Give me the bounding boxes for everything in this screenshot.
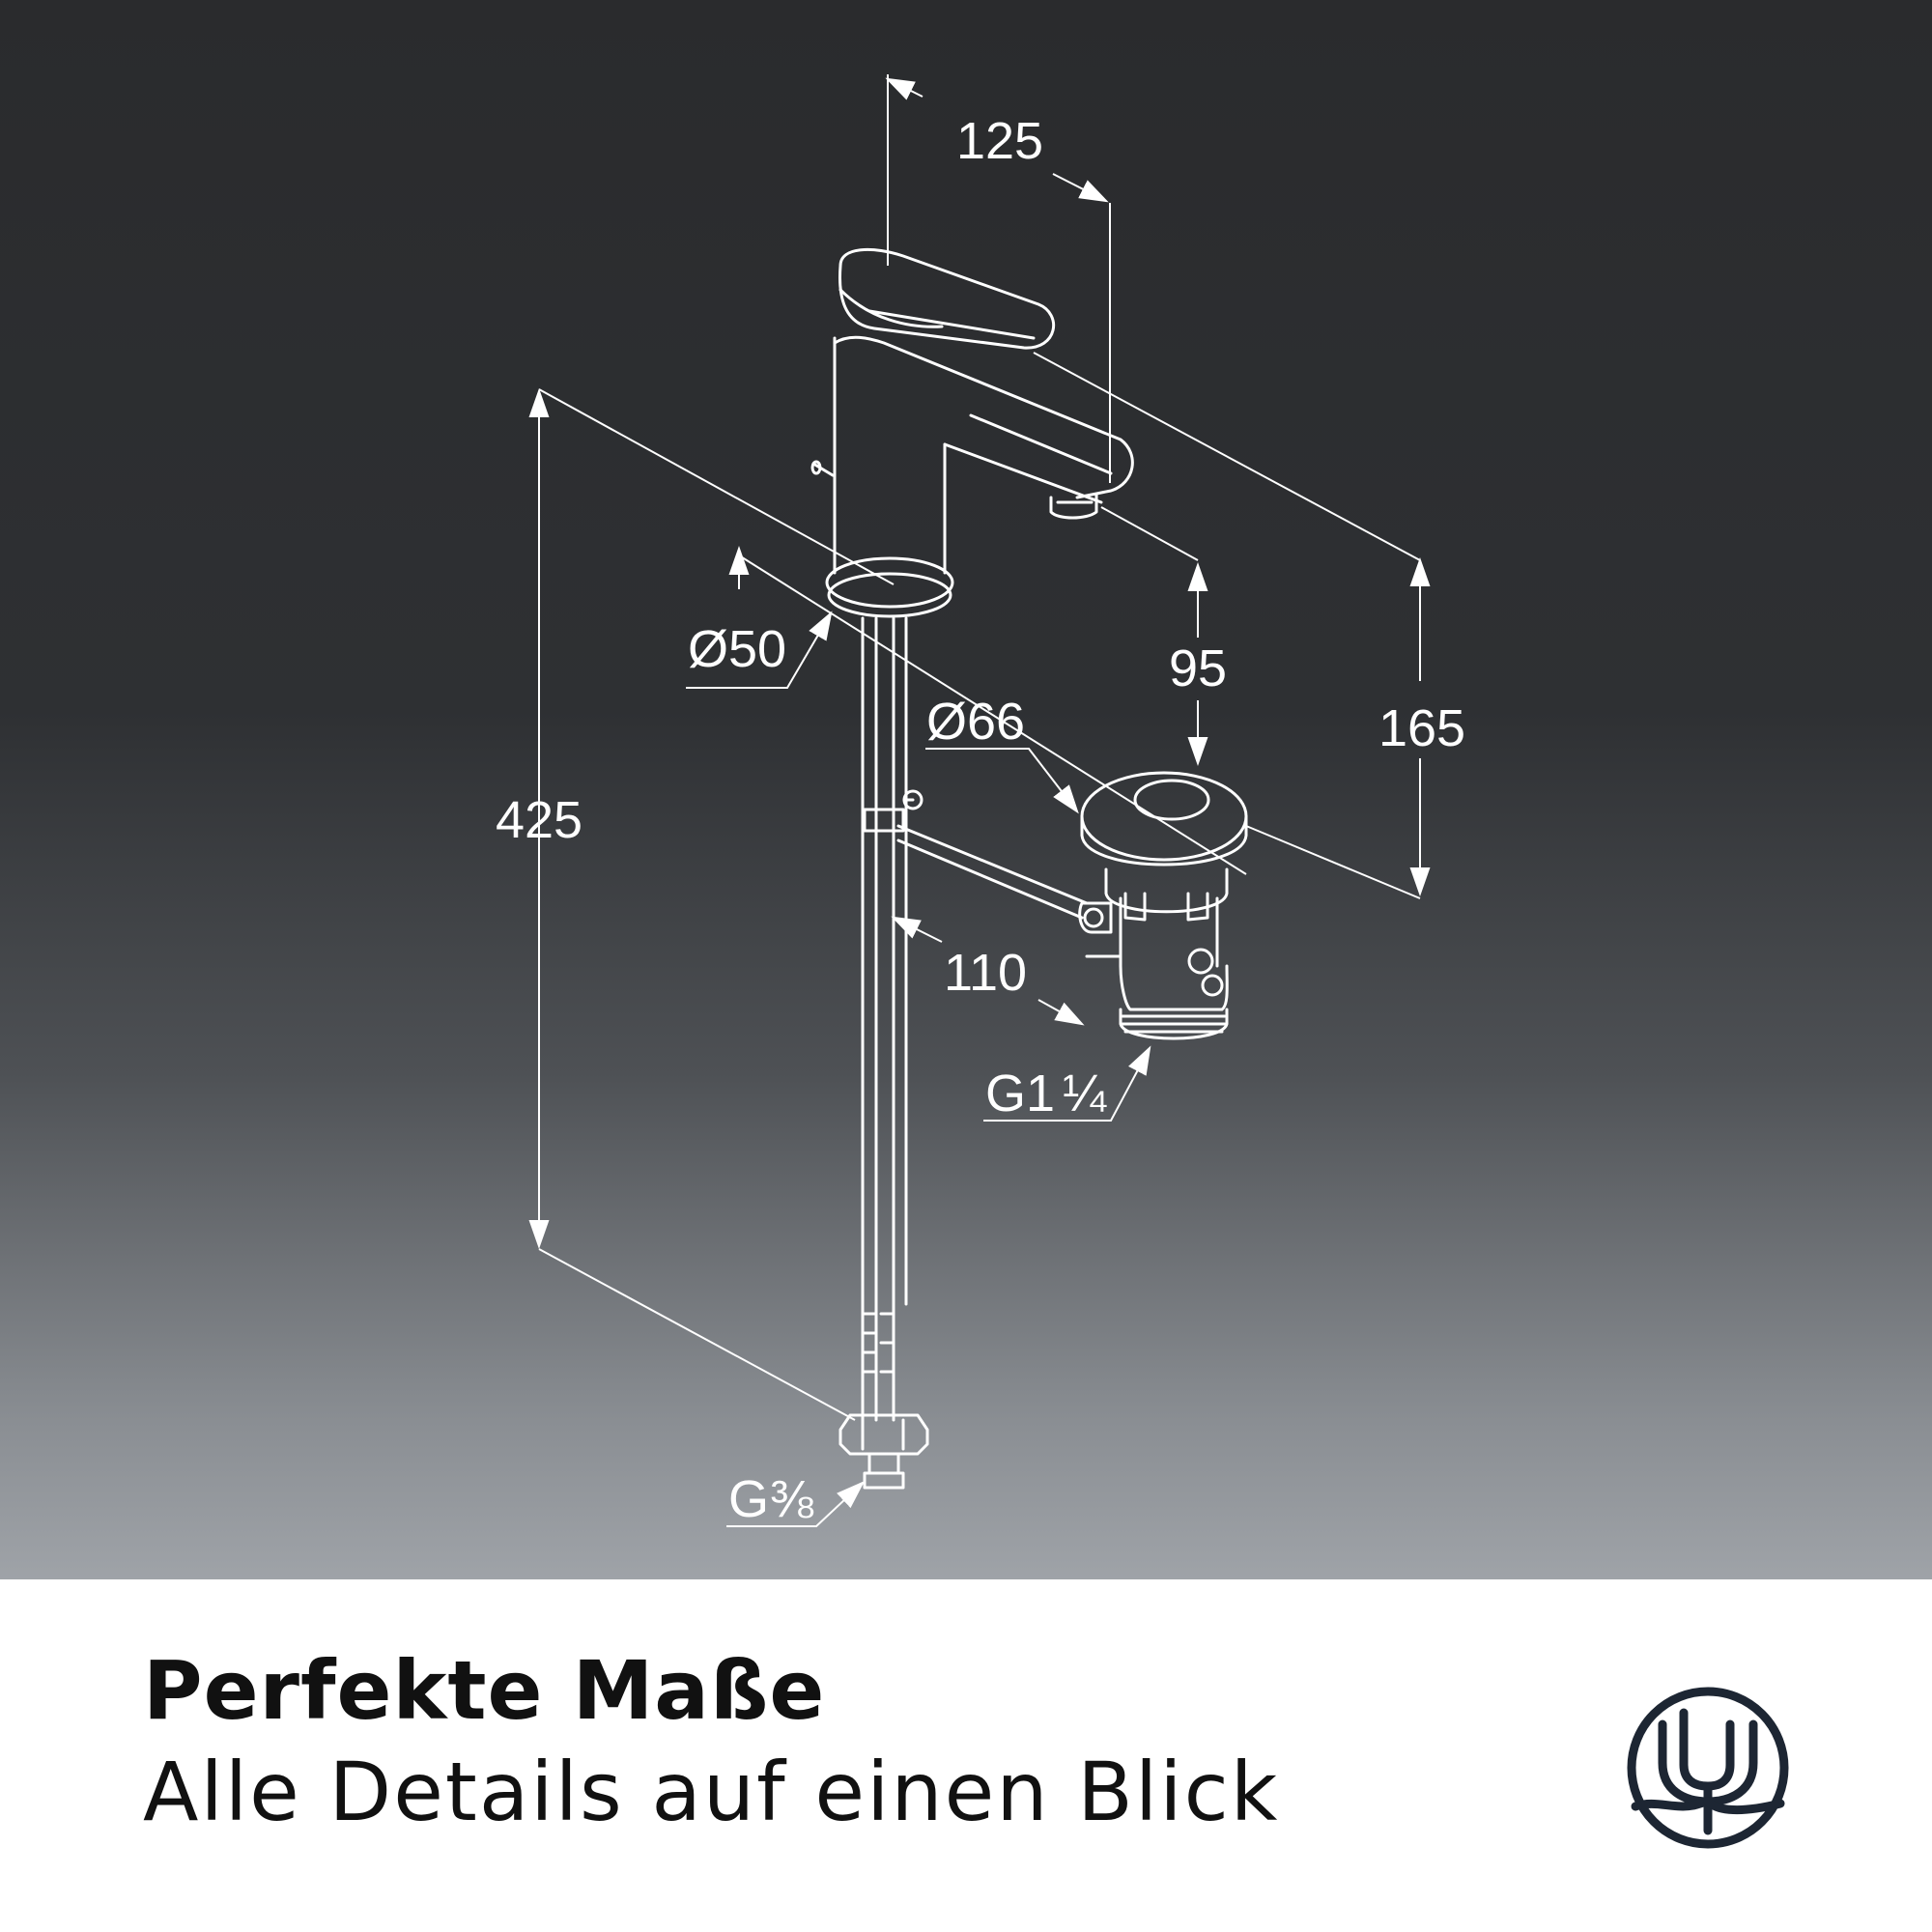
- thread-g1-quarter: G1 ¼: [985, 1065, 1107, 1122]
- dimension-diameter-66: Ø66: [926, 693, 1025, 751]
- thread-g-three-eighths: G ⅜: [728, 1470, 814, 1528]
- dimension-110: 110: [944, 944, 1027, 1002]
- thread-g1-label: G1: [985, 1065, 1055, 1122]
- thread-g-fraction: ⅜: [770, 1470, 814, 1528]
- drain-linkage: [863, 789, 1089, 920]
- dimension-diameter-50: Ø50: [688, 620, 786, 678]
- technical-drawing: 125 Ø50 95 Ø66 165 425 110 G1 ¼ G ⅜: [0, 0, 1932, 1579]
- faucet-dimension-drawing: 125 Ø50 95 Ø66 165 425 110 G1 ¼ G ⅜: [496, 74, 1465, 1528]
- dimension-95: 95: [1169, 639, 1227, 697]
- kludi-trident-wave-icon: [1626, 1686, 1790, 1850]
- dimension-425: 425: [496, 791, 582, 849]
- caption-subtitle: Alle Details auf einen Blick: [143, 1745, 1280, 1839]
- caption-title: Perfekte Maße: [143, 1643, 826, 1738]
- thread-g1-fraction: ¼: [1063, 1065, 1107, 1122]
- dimension-125: 125: [956, 112, 1043, 170]
- faucet-body: [810, 247, 1134, 618]
- dimension-165: 165: [1378, 699, 1465, 757]
- caption: Perfekte Maße Alle Details auf einen Bli…: [143, 1642, 1592, 1845]
- dimension-lines: [528, 74, 1431, 1527]
- thread-g-label: G: [728, 1470, 769, 1528]
- waste-drain: [1078, 771, 1248, 1040]
- supply-hoses: [838, 616, 929, 1490]
